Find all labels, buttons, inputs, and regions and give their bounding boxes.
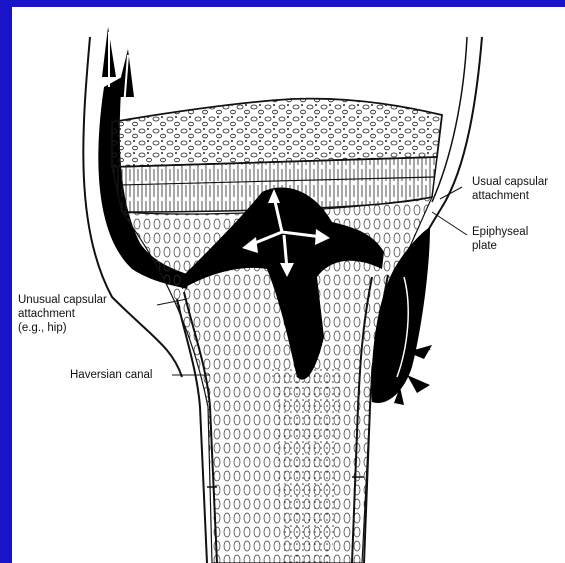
leader-epiphyseal: [432, 212, 467, 235]
arrow-up-left-icon: [102, 27, 116, 87]
epiphysis: [112, 99, 442, 167]
medullary-cavity: [272, 367, 342, 563]
label-usual-capsular-attachment: Usual capsular attachment: [472, 175, 548, 203]
label-haversian-canal: Haversian canal: [70, 368, 152, 382]
label-unusual-capsular-attachment: Unusual capsular attachment (e.g., hip): [18, 293, 107, 335]
diagram-panel: Usual capsular attachment Epiphyseal pla…: [12, 7, 565, 563]
bone-illustration: [12, 7, 565, 563]
label-epiphyseal-plate: Epiphyseal plate: [472, 225, 528, 253]
